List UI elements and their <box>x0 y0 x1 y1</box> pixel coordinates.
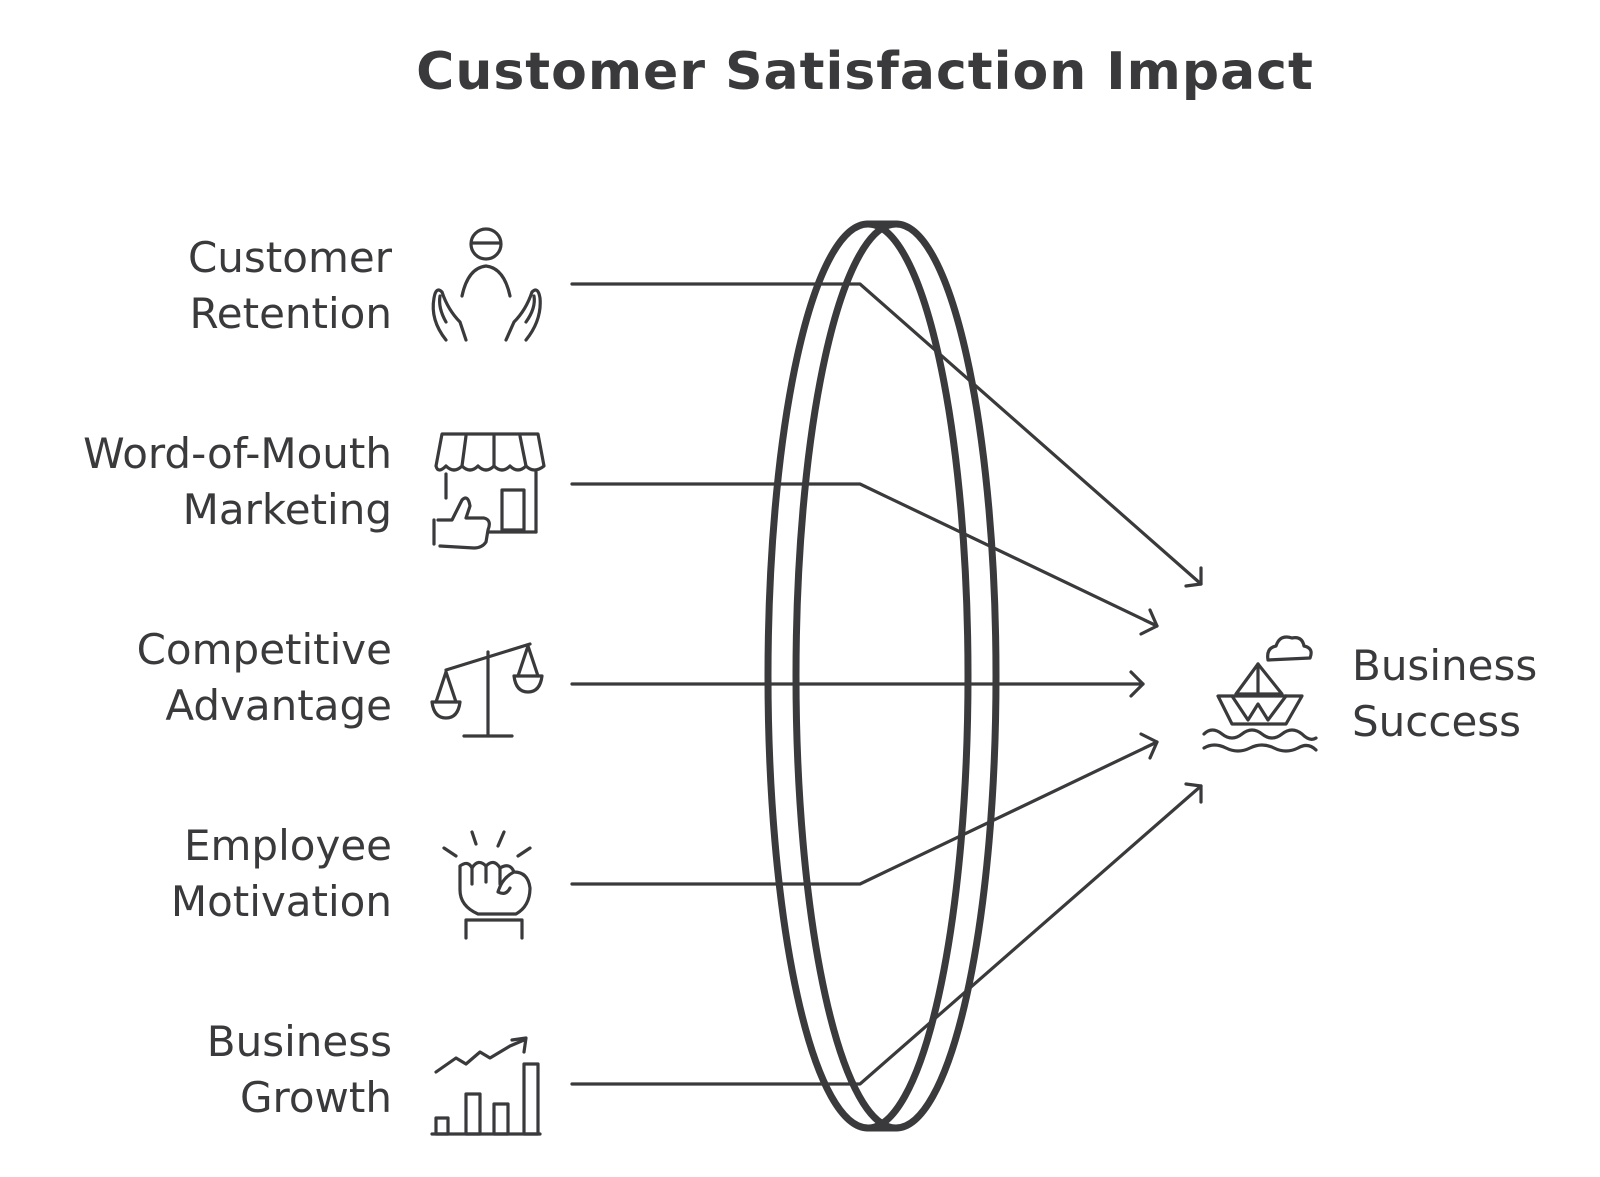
hands-holding-person-icon <box>431 227 542 342</box>
paper-boat-icon <box>1202 635 1318 753</box>
label-word-of-mouth-marketing: Word-of-Mouth Marketing <box>12 426 392 538</box>
arrowhead <box>1129 670 1145 698</box>
label-competitive-advantage: Competitive Advantage <box>12 622 392 734</box>
label-customer-retention: Customer Retention <box>12 230 392 342</box>
connector-business-growth <box>570 784 1203 1086</box>
label-business-growth: Business Growth <box>12 1014 392 1126</box>
label-line: Business <box>206 1017 392 1066</box>
label-line: Word-of-Mouth <box>83 429 392 478</box>
raised-fist-icon <box>442 830 532 940</box>
diagram-title: Customer Satisfaction Impact <box>416 42 1314 102</box>
label-line: Competitive <box>136 625 392 674</box>
arrowhead <box>1139 608 1159 636</box>
connector-customer-retention <box>570 282 1203 586</box>
balance-scale-icon <box>430 642 544 738</box>
label-line: Motivation <box>170 877 392 926</box>
growth-chart-icon <box>430 1036 542 1136</box>
arrowhead <box>1184 566 1203 588</box>
label-line: Growth <box>239 1073 392 1122</box>
connectors <box>570 282 1203 1086</box>
storefront-thumbs-up-icon <box>432 432 546 550</box>
label-line: Advantage <box>165 681 392 730</box>
label-line: Marketing <box>182 485 392 534</box>
connector-word-of-mouth <box>570 482 1159 628</box>
arrowhead <box>1139 732 1159 760</box>
label-business-success: Business Success <box>1352 638 1592 750</box>
label-line: Customer <box>187 233 392 282</box>
label-line: Retention <box>189 289 392 338</box>
label-line: Success <box>1352 697 1522 746</box>
lens-shape <box>764 220 1000 1132</box>
connector-employee-motivation <box>570 740 1159 886</box>
arrowhead <box>1184 782 1203 804</box>
label-employee-motivation: Employee Motivation <box>12 818 392 930</box>
label-line: Employee <box>183 821 392 870</box>
label-line: Business <box>1352 641 1538 690</box>
